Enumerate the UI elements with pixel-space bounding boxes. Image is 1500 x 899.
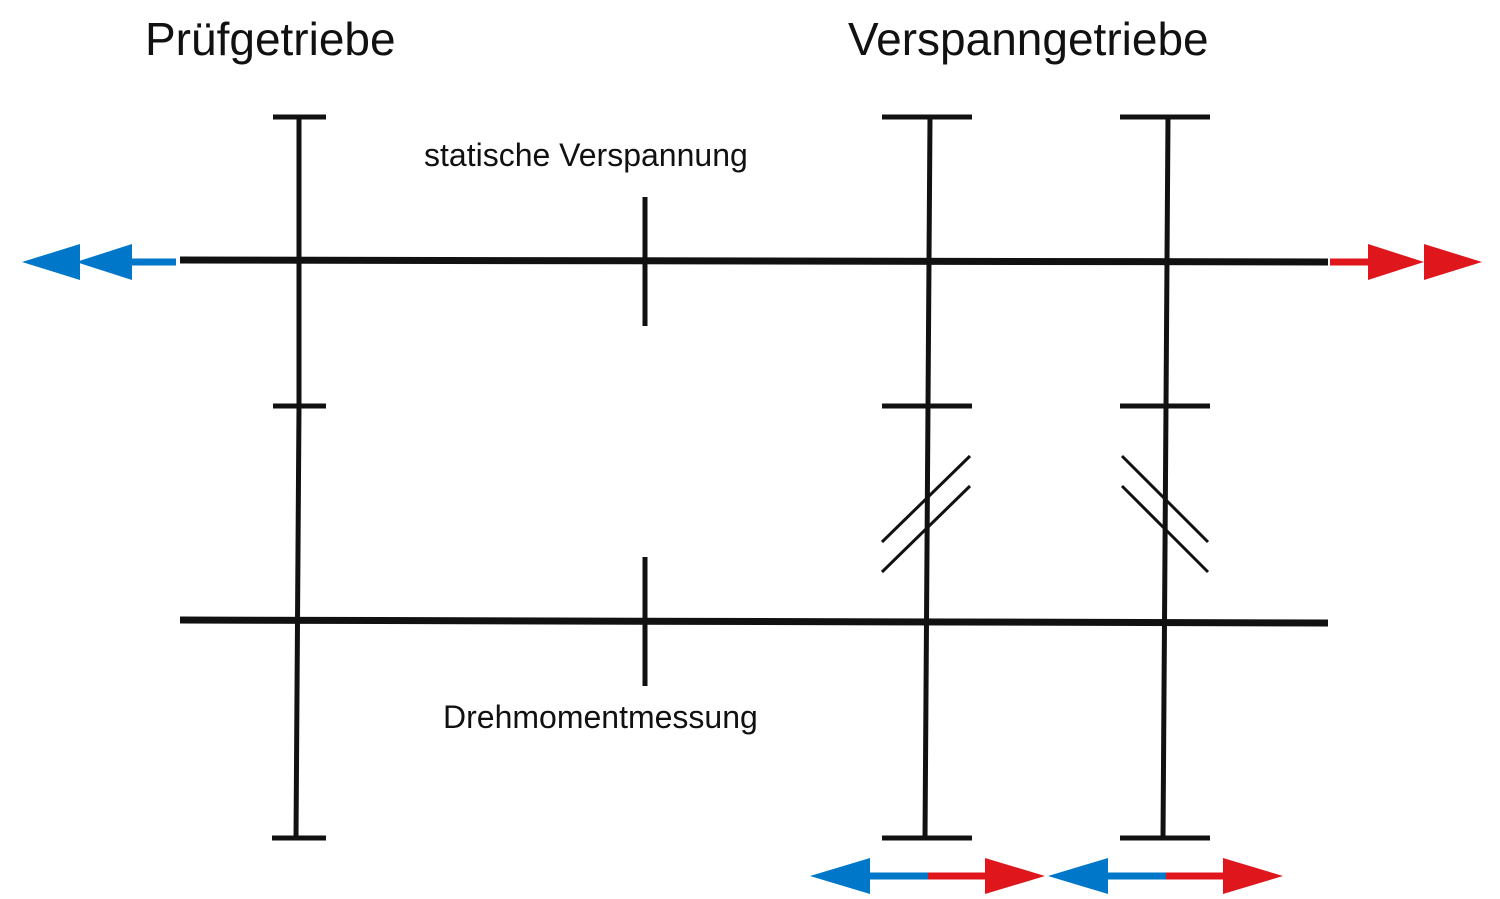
- bottom-arrow-right: [1048, 858, 1283, 894]
- red-arrowhead: [985, 858, 1045, 894]
- upper-shaft: [179, 256, 1329, 266]
- blue-arrowhead: [1048, 858, 1108, 894]
- blue-arrowhead: [76, 244, 132, 280]
- right-red-double-arrow: [1330, 244, 1482, 280]
- title-tension-gearbox: Verspanngetriebe: [848, 13, 1209, 65]
- label-static-tension: statische Verspannung: [424, 137, 748, 173]
- bottom-arrow-left: [810, 858, 1045, 894]
- blue-arrowhead: [810, 858, 870, 894]
- left-blue-double-arrow: [22, 244, 176, 280]
- label-torque-measurement: Drehmomentmessung: [443, 699, 758, 735]
- red-arrowhead: [1424, 244, 1482, 280]
- lower-shaft: [179, 616, 1329, 627]
- red-arrowhead: [1368, 244, 1424, 280]
- blue-arrowhead: [22, 244, 80, 280]
- tension-gearbox-left-lower-gear: [880, 405, 972, 841]
- test-gearbox-lower-gear: [272, 403, 326, 841]
- tension-gearbox-right-lower-gear: [1120, 405, 1210, 841]
- test-gearbox-upper-gear: [273, 114, 326, 406]
- title-test-gearbox: Prüfgetriebe: [145, 13, 396, 65]
- red-arrowhead: [1223, 858, 1283, 894]
